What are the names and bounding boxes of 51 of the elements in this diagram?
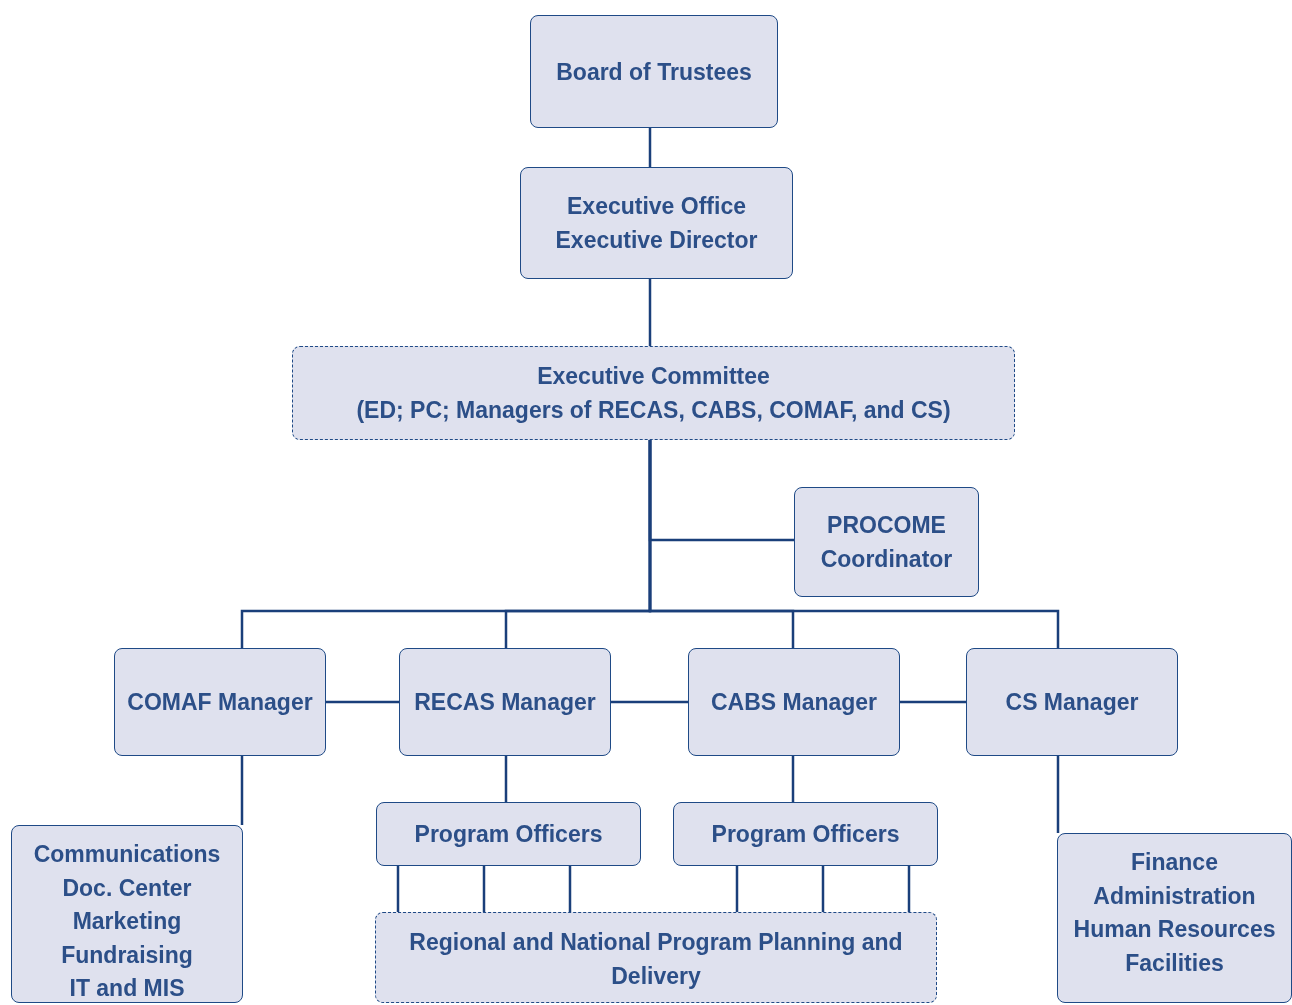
connector-line bbox=[900, 700, 966, 704]
dashed-group-box bbox=[292, 346, 1015, 440]
connector-line bbox=[648, 440, 1060, 648]
connector-line bbox=[240, 756, 244, 825]
dashed-group-box bbox=[375, 912, 937, 1003]
connector-line bbox=[907, 866, 911, 912]
connector-line bbox=[1056, 756, 1060, 833]
unit-label: Administration bbox=[1093, 881, 1256, 911]
connector-line bbox=[735, 866, 739, 912]
connector-line bbox=[821, 866, 825, 912]
unit-label: COMAF Manager bbox=[127, 688, 313, 717]
connector-line bbox=[396, 866, 400, 912]
connector-line bbox=[482, 866, 486, 912]
unit-label: Regional and National Program Planning and Delivery bbox=[408, 928, 904, 991]
org-unit-box bbox=[1057, 833, 1292, 1003]
unit-label: Finance bbox=[1131, 848, 1218, 877]
connector-line bbox=[504, 756, 508, 802]
org-unit-box bbox=[520, 167, 793, 279]
unit-label: CABS Manager bbox=[710, 688, 878, 717]
unit-label: Communications bbox=[33, 840, 221, 869]
connector-line bbox=[791, 756, 795, 802]
unit-label: Program Officers bbox=[711, 820, 900, 849]
unit-label: IT and MIS bbox=[69, 974, 185, 1003]
connector-line bbox=[648, 279, 652, 346]
org-unit-box bbox=[530, 15, 778, 128]
unit-label: CS Manager bbox=[1005, 688, 1139, 717]
connector-line bbox=[326, 700, 399, 704]
unit-label: Board of Trustees bbox=[556, 57, 752, 87]
unit-label: Program Officers bbox=[414, 820, 603, 849]
unit-label: Executive Director bbox=[555, 226, 758, 255]
org-unit-box bbox=[11, 825, 243, 1003]
unit-label: Doc. Center bbox=[62, 873, 192, 903]
unit-label: Facilities bbox=[1125, 948, 1224, 978]
connector-line bbox=[611, 700, 688, 704]
unit-label: Human Resources bbox=[1073, 915, 1276, 944]
connector-line bbox=[568, 866, 572, 912]
unit-label: Executive Committee bbox=[537, 362, 770, 391]
unit-label: Executive Office bbox=[567, 192, 746, 221]
org-unit-box bbox=[114, 648, 326, 756]
org-unit-box bbox=[673, 802, 938, 866]
unit-label: Marketing bbox=[72, 907, 182, 936]
unit-label: (ED; PC; Managers of RECAS, CABS, COMAF, and CS) bbox=[356, 396, 951, 425]
org-unit-box bbox=[376, 802, 641, 866]
unit-label: RECAS Manager bbox=[414, 688, 596, 717]
org-unit-box bbox=[966, 648, 1178, 756]
connector-line bbox=[648, 128, 652, 167]
org-unit-box bbox=[794, 487, 979, 597]
org-unit-box bbox=[399, 648, 611, 756]
unit-label: Fundraising bbox=[61, 940, 193, 970]
org-unit-box bbox=[688, 648, 900, 756]
unit-label: PROCOME Coordinator bbox=[819, 511, 954, 574]
